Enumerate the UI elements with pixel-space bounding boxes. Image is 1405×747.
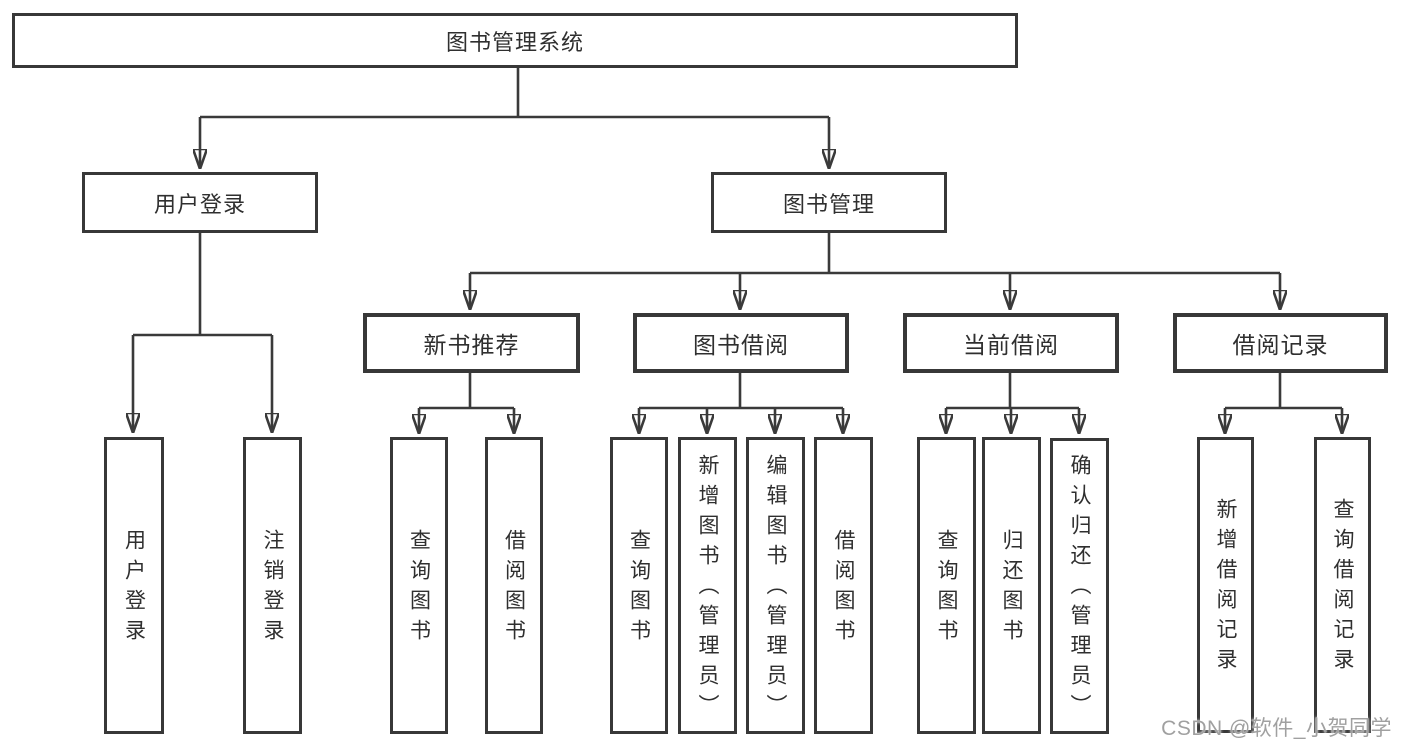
- node-user-login: 用户登录: [82, 172, 318, 233]
- node-root-system: 图书管理系统: [12, 13, 1018, 68]
- node-leaf-user-login: 用户登录: [104, 437, 164, 734]
- connector-new-books-children: [419, 373, 514, 433]
- connector-borrow-records-children: [1225, 373, 1342, 433]
- connector-user-login-children: [133, 233, 272, 432]
- connector-book-borrow-children: [639, 373, 843, 433]
- node-leaf-query-books-2: 查询图书: [610, 437, 668, 734]
- node-leaf-borrow-books-1: 借阅图书: [485, 437, 543, 734]
- node-leaf-query-books-3: 查询图书: [917, 437, 976, 734]
- node-leaf-query-books-1: 查询图书: [390, 437, 448, 734]
- node-leaf-query-borrow-record: 查询借阅记录: [1314, 437, 1371, 733]
- node-leaf-add-book-admin: 新增图书（管理员）: [678, 437, 737, 734]
- node-borrow-records: 借阅记录: [1173, 313, 1388, 373]
- csdn-watermark: CSDN @软件_小贺同学: [1161, 717, 1392, 740]
- node-leaf-borrow-books-2: 借阅图书: [814, 437, 873, 734]
- node-leaf-add-borrow-record: 新增借阅记录: [1197, 437, 1254, 733]
- connector-current-borrow-children: [946, 373, 1079, 433]
- node-new-book-recommend: 新书推荐: [363, 313, 580, 373]
- node-leaf-confirm-return-admin: 确认归还（管理员）: [1050, 438, 1109, 734]
- connector-root-to-level1: [200, 68, 829, 168]
- node-leaf-edit-book-admin: 编辑图书（管理员）: [746, 437, 805, 734]
- connector-book-mgmt-to-level2: [470, 233, 1280, 309]
- node-book-borrow: 图书借阅: [633, 313, 849, 373]
- node-leaf-return-book: 归还图书: [982, 437, 1041, 734]
- node-current-borrow: 当前借阅: [903, 313, 1119, 373]
- node-book-management: 图书管理: [711, 172, 947, 233]
- node-leaf-logout: 注销登录: [243, 437, 302, 734]
